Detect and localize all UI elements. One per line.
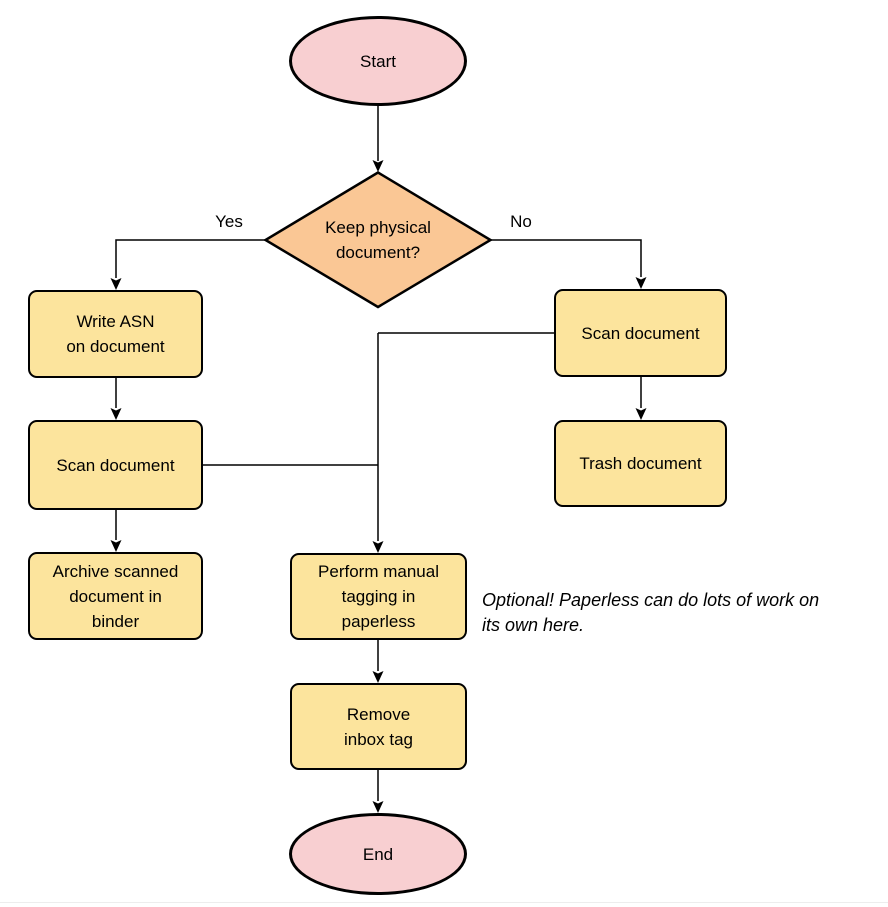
edge-remove-inbox-to-end xyxy=(372,770,384,813)
trash-document-node: Trash document xyxy=(554,420,727,507)
manual-tagging-node: Perform manual tagging in paperless xyxy=(290,553,467,640)
decision-node-label: Keep physical document? xyxy=(325,218,431,262)
decision-diamond-shape xyxy=(263,171,493,309)
page-bottom-divider xyxy=(0,902,888,903)
write-asn-node: Write ASN on document xyxy=(28,290,203,378)
edge-scan-right-to-trash xyxy=(635,377,647,420)
edge-scans-to-tagging xyxy=(203,332,554,553)
end-node: End xyxy=(289,813,467,895)
optional-note: Optional! Paperless can do lots of work … xyxy=(482,590,820,635)
edge-yes-decision-to-write-asn xyxy=(110,239,266,290)
remove-inbox-tag-node: Remove inbox tag xyxy=(290,683,467,770)
edge-start-to-decision xyxy=(372,106,384,172)
yes-edge-label: Yes xyxy=(215,212,243,231)
archive-in-binder-node: Archive scanned document in binder xyxy=(28,552,203,640)
no-edge-label: No xyxy=(510,212,532,231)
edge-write-asn-to-scan-left xyxy=(110,378,122,420)
edge-tagging-to-remove-inbox xyxy=(372,640,384,683)
scan-document-left-node: Scan document xyxy=(28,420,203,510)
edge-scan-left-to-archive xyxy=(110,510,122,552)
edge-no-decision-to-scan-right xyxy=(491,239,647,289)
start-node: Start xyxy=(289,16,467,106)
scan-document-right-node: Scan document xyxy=(554,289,727,377)
